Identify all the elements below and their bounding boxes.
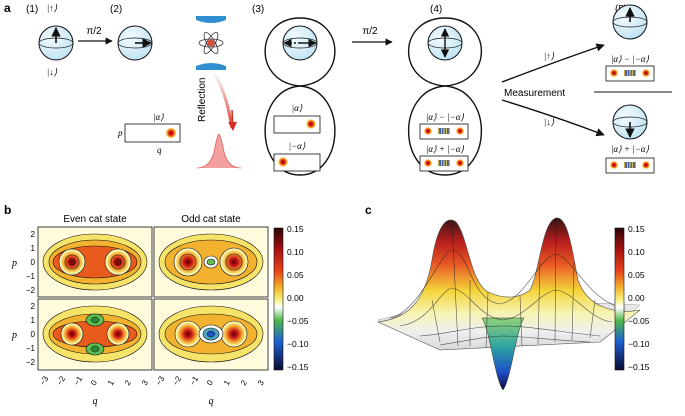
xtick: −1 [72, 374, 85, 387]
cbar-tick: −0.10 [628, 339, 650, 349]
xtick: 0 [89, 378, 99, 387]
pulse1-label: π/2 [86, 26, 102, 37]
colorbar-c [614, 227, 625, 371]
xtick: −3 [154, 374, 167, 387]
cbar-tick: 0.15 [628, 224, 645, 234]
ytick: 0 [31, 330, 36, 339]
cbar-tick: −0.10 [287, 339, 309, 349]
gaussian-pulse [196, 133, 242, 169]
ylabel-top: p [11, 258, 17, 269]
ket-down-label: |↓⟩ [47, 67, 58, 77]
bloch-sphere-1: |↑⟩ |↓⟩ [38, 3, 74, 77]
xtick: 2 [123, 378, 133, 387]
xtick: 0 [205, 378, 215, 387]
ytick: −2 [26, 358, 36, 367]
wigner-odd-ideal [153, 226, 269, 298]
xtick: −2 [171, 374, 184, 387]
panel-b: b Even cat state Odd cat state [4, 203, 309, 407]
xtick: 1 [222, 378, 232, 387]
cbar-tick: −0.05 [287, 316, 309, 326]
yticks-bottom: 2 1 0 −1 −2 [26, 302, 36, 367]
step3-alpha-label: |α⟩ [292, 103, 303, 113]
ytick: 0 [31, 258, 36, 267]
ytick: 1 [31, 244, 36, 253]
reflection-label: Reflection [197, 78, 208, 122]
step-label-4: (4) [430, 4, 442, 15]
step4-even-label: |α⟩ + |−α⟩ [426, 144, 465, 154]
bloch-sphere-2 [117, 25, 153, 61]
step5-odd-label: |α⟩ − |−α⟩ [611, 54, 650, 64]
bloch-sphere-5-up: |α⟩ − |−α⟩ [605, 4, 655, 82]
alpha-wigner-box [124, 123, 181, 143]
yticks-top: 2 1 0 −1 −2 [26, 230, 36, 295]
cbar-tick: −0.05 [628, 316, 650, 326]
cbar-tick: 0.05 [287, 270, 304, 280]
ylabel-bottom: p [11, 330, 17, 341]
title-even: Even cat state [63, 214, 127, 225]
panel-c: c [365, 203, 650, 391]
cbar-tick: 0.05 [628, 270, 645, 280]
step-label-3: (3) [252, 4, 264, 15]
step-label-1: (1) [26, 4, 38, 15]
step3-minus-alpha-label: |−α⟩ [289, 141, 306, 151]
xtick: −2 [55, 374, 68, 387]
xtick: −1 [188, 374, 201, 387]
branch-up-label: |↑⟩ [544, 51, 555, 61]
xticks-left: −3 −2 −1 0 1 2 3 [38, 374, 150, 387]
cbar-tick: 0.15 [287, 224, 304, 234]
figure8-step4: |α⟩ − |−α⟩ |α⟩ + |−α⟩ [407, 17, 483, 176]
step-label-2: (2) [110, 4, 122, 15]
q-label-small: q [157, 145, 162, 155]
colorbar-b [273, 227, 284, 371]
alpha-label: |α⟩ [153, 112, 164, 122]
panel-c-letter: c [365, 203, 372, 217]
colorbar-c-ticks: 0.15 0.10 0.05 0.00 −0.05 −0.10 −0.15 [628, 224, 650, 372]
pulse2-label: π/2 [362, 26, 378, 37]
xticks-right: −3 −2 −1 0 1 2 3 [154, 374, 266, 387]
panel-b-letter: b [4, 203, 11, 217]
cbar-tick: 0.00 [628, 293, 645, 303]
ytick: −2 [26, 286, 36, 295]
xtick: 3 [256, 378, 266, 387]
reflection-arrow [228, 109, 238, 131]
cavity-atom-icon [196, 16, 226, 70]
ytick: −1 [26, 272, 36, 281]
ytick: 1 [31, 316, 36, 325]
xtick: 1 [106, 378, 116, 387]
ytick: 2 [31, 302, 36, 311]
panel-a: a (1) (2) (3) (4) (5) |↑⟩ |↓⟩ π/2 [4, 1, 672, 176]
ket-up-label: |↑⟩ [47, 3, 58, 13]
ytick: 2 [31, 230, 36, 239]
branch-up-arrow [501, 43, 605, 83]
bloch-sphere-5-down: |α⟩ + |−α⟩ [605, 104, 655, 174]
cbar-tick: 0.10 [628, 247, 645, 257]
reflection-beam [211, 71, 234, 129]
branch-down-label: |↓⟩ [544, 117, 555, 127]
wigner-even-ideal [37, 226, 153, 298]
branch-down-arrow [501, 99, 605, 137]
wigner-even-measured [37, 298, 153, 371]
xtick: −3 [38, 374, 51, 387]
step5-even-label: |α⟩ + |−α⟩ [611, 144, 650, 154]
xlabel-left: q [93, 396, 98, 407]
xtick: 2 [239, 378, 249, 387]
p-label-small: p [117, 128, 123, 138]
step4-odd-label: |α⟩ − |−α⟩ [426, 112, 465, 122]
cbar-tick: 0.00 [287, 293, 304, 303]
title-odd: Odd cat state [181, 214, 241, 225]
xtick: 3 [140, 378, 150, 387]
cbar-tick: −0.15 [287, 362, 309, 372]
panel-a-letter: a [4, 1, 11, 15]
wigner-3d-surface [376, 217, 641, 391]
wigner-odd-measured [153, 298, 269, 371]
cbar-tick: 0.10 [287, 247, 304, 257]
colorbar-b-ticks: 0.15 0.10 0.05 0.00 −0.05 −0.10 −0.15 [287, 224, 309, 372]
ytick: −1 [26, 344, 36, 353]
figure8-step3: |α⟩ |−α⟩ [264, 17, 336, 176]
measurement-label: Measurement [504, 88, 565, 99]
xlabel-right: q [209, 396, 214, 407]
cbar-tick: −0.15 [628, 362, 650, 372]
